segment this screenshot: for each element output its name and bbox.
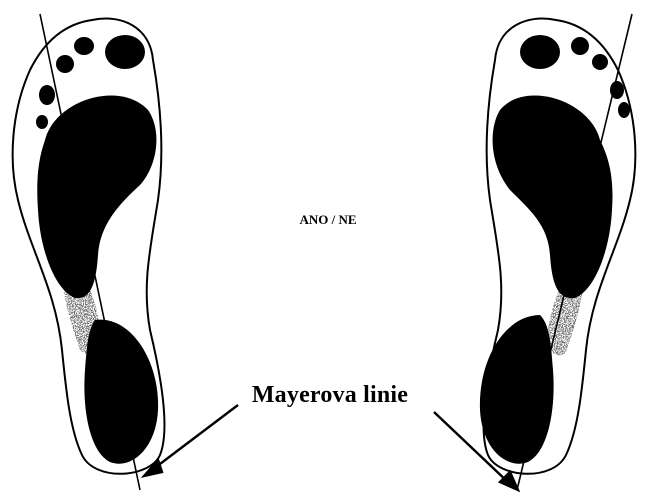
right-big-toe — [520, 35, 560, 69]
left-forefoot-pad — [37, 96, 156, 299]
left-big-toe — [105, 35, 145, 69]
left-toe-2 — [74, 37, 94, 55]
right-heel-pad — [480, 315, 554, 464]
right-footprint — [480, 14, 635, 490]
right-forefoot-pad — [493, 96, 613, 299]
right-arrow-head — [500, 472, 518, 490]
mayer-arrows — [144, 405, 518, 490]
ano-ne-label: ANO / NE — [268, 212, 388, 228]
right-toe-5 — [618, 102, 630, 118]
left-toe-4 — [39, 85, 55, 105]
right-mayer-line — [517, 14, 632, 490]
right-toe-3 — [592, 54, 608, 70]
left-heel-pad — [84, 320, 158, 464]
left-footprint — [13, 14, 165, 490]
mayerova-linie-label: Mayerova linie — [230, 382, 430, 409]
left-toe-3 — [56, 55, 74, 73]
right-toe-2 — [571, 37, 589, 55]
left-toe-5 — [36, 115, 48, 129]
